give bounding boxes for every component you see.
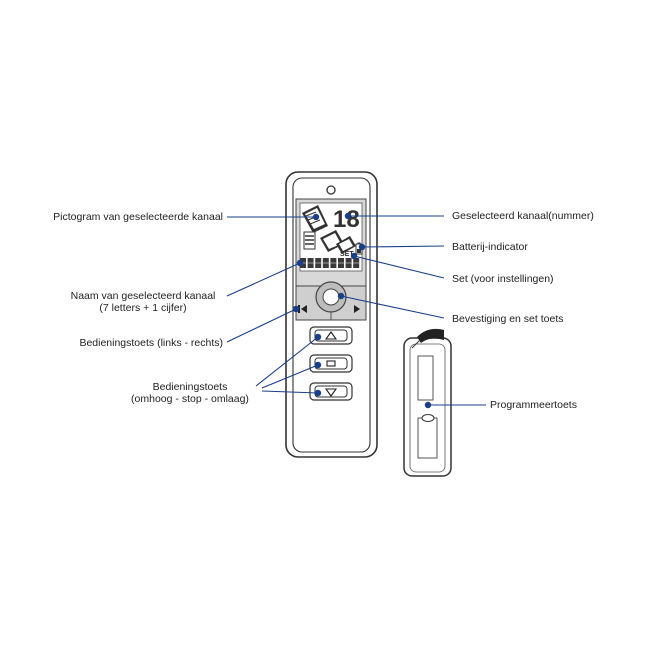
label-up-stop-down-line1: Bedieningstoets	[152, 381, 228, 393]
label-set: Set (voor instellingen)	[452, 273, 554, 285]
remote-control: 18 SET	[285, 171, 378, 458]
down-arrow-icon[interactable]	[324, 388, 338, 397]
status-led-icon	[326, 185, 336, 195]
callout-lines	[226, 215, 486, 406]
up-button[interactable]	[309, 326, 353, 345]
label-pictogram: Pictogram van geselecteerde kanaal	[53, 211, 223, 223]
callout-channel-name	[226, 262, 301, 297]
right-button[interactable]	[354, 305, 360, 313]
label-program: Programmeertoets	[490, 399, 577, 411]
remote-back	[403, 328, 452, 477]
label-left-right: Bedieningstoets (links - rechts)	[79, 337, 223, 349]
blind-list-icon	[303, 231, 316, 250]
callout-set	[353, 255, 445, 279]
callout-left-right	[226, 308, 297, 343]
callout-down	[261, 390, 319, 394]
callout-stop	[261, 364, 319, 389]
label-confirm: Bevestiging en set toets	[452, 313, 564, 325]
confirm-set-button[interactable]	[322, 288, 340, 306]
set-indicator-text: SET	[340, 251, 354, 258]
back-slot	[417, 355, 434, 401]
label-channel-name-line2: (7 letters + 1 cijfer)	[99, 302, 187, 314]
stop-button[interactable]	[309, 354, 353, 373]
awning-icon	[320, 230, 356, 254]
up-arrow-icon[interactable]	[324, 331, 338, 340]
label-up-stop-down-line2: (omhoog - stop - omlaag)	[131, 393, 249, 405]
label-battery: Batterij-indicator	[452, 241, 528, 253]
callout-up	[255, 336, 319, 387]
channel-number-digits: 18	[333, 206, 360, 233]
label-channel-name-line1: Naam van geselecteerd kanaal	[70, 290, 216, 302]
program-button[interactable]	[421, 414, 435, 422]
right-arrow-icon[interactable]	[354, 305, 360, 313]
back-clip-icon	[417, 328, 444, 343]
stop-square-icon[interactable]	[326, 360, 336, 367]
callout-battery	[361, 245, 445, 248]
label-channel-name: Naam van geselecteerd kanaal (7 letters …	[58, 290, 228, 314]
left-arrow-icon[interactable]	[301, 305, 307, 313]
label-channel-number: Geselecteerd kanaal(nummer)	[452, 210, 594, 222]
down-button[interactable]	[309, 382, 353, 401]
battery-compartment	[417, 417, 438, 459]
callout-confirm	[340, 295, 445, 319]
label-up-stop-down: Bedieningstoets (omhoog - stop - omlaag)	[110, 381, 270, 405]
callout-dots	[292, 212, 432, 409]
